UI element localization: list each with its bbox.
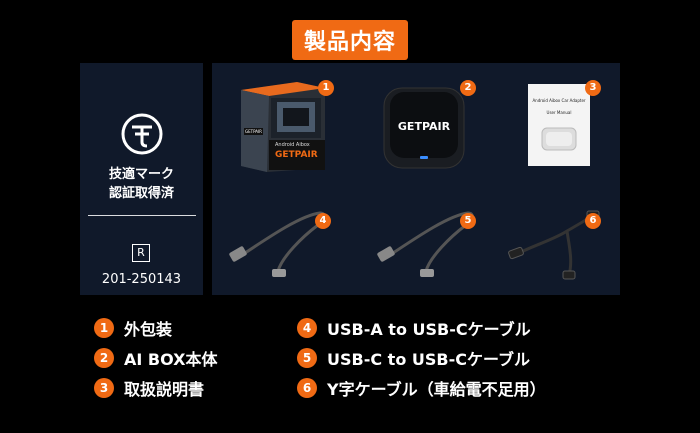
legend-label-4: USB-A to USB-Cケーブル bbox=[327, 320, 531, 339]
product-ai-box: GETPAIR bbox=[382, 86, 466, 170]
legend-item-2: 2 AI BOX本体 bbox=[94, 346, 217, 370]
legend-item-3: 3 取扱説明書 bbox=[94, 376, 204, 400]
device-brand: GETPAIR bbox=[397, 120, 451, 133]
divider bbox=[88, 215, 196, 216]
manual-title: Android Aibox Car Adapter bbox=[532, 98, 586, 103]
legend-label-6: Y字ケーブル（車給電不足用） bbox=[327, 380, 546, 399]
page-title-label: 製品内容 bbox=[291, 20, 408, 60]
certification-number: 201-250143 bbox=[101, 272, 182, 287]
product-badge-5: 5 bbox=[460, 213, 476, 229]
legend-number-1: 1 bbox=[94, 318, 114, 338]
legend-number-5: 5 bbox=[297, 348, 317, 368]
manual-subtitle: User Manual bbox=[546, 110, 572, 115]
legend-label-3: 取扱説明書 bbox=[124, 380, 205, 399]
legend-number-3: 3 bbox=[94, 378, 114, 398]
legend-item-6: 6 Y字ケーブル（車給電不足用） bbox=[297, 376, 546, 400]
legend-label-5: USB-C to USB-Cケーブル bbox=[327, 350, 531, 369]
product-badge-1: 1 bbox=[318, 80, 334, 96]
box-subtitle: Android Aibox bbox=[275, 142, 310, 148]
box-brand: GETPAIR bbox=[275, 150, 318, 160]
legend-item-5: 5 USB-C to USB-Cケーブル bbox=[297, 346, 530, 370]
product-badge-4: 4 bbox=[315, 213, 331, 229]
legend-number-2: 2 bbox=[94, 348, 114, 368]
product-badge-6: 6 bbox=[585, 213, 601, 229]
r-mark-icon: R bbox=[132, 244, 150, 262]
legend-item-1: 1 外包装 bbox=[94, 316, 172, 340]
product-outer-box: Android Aibox GETPAIR GETPAIR bbox=[237, 80, 327, 174]
legend-label-2: AI BOX本体 bbox=[124, 350, 218, 369]
legend-label-1: 外包装 bbox=[124, 320, 173, 339]
certification-panel bbox=[80, 63, 203, 295]
product-badge-2: 2 bbox=[460, 80, 476, 96]
legend-item-4: 4 USB-A to USB-Cケーブル bbox=[297, 316, 531, 340]
tech-conformity-mark-icon bbox=[121, 113, 163, 155]
tech-mark-label-2: 認証取得済 bbox=[108, 186, 174, 201]
tech-mark-label-1: 技適マーク bbox=[108, 167, 174, 182]
box-mini-brand: GETPAIR bbox=[244, 128, 263, 135]
legend-number-4: 4 bbox=[297, 318, 317, 338]
product-badge-3: 3 bbox=[585, 80, 601, 96]
ai-box-image bbox=[383, 87, 465, 169]
manual-image bbox=[528, 84, 590, 166]
legend-number-6: 6 bbox=[297, 378, 317, 398]
product-manual: Android Aibox Car Adapter User Manual bbox=[528, 84, 590, 166]
page-title: 製品内容 bbox=[0, 20, 700, 60]
outer-box-image bbox=[241, 82, 325, 172]
